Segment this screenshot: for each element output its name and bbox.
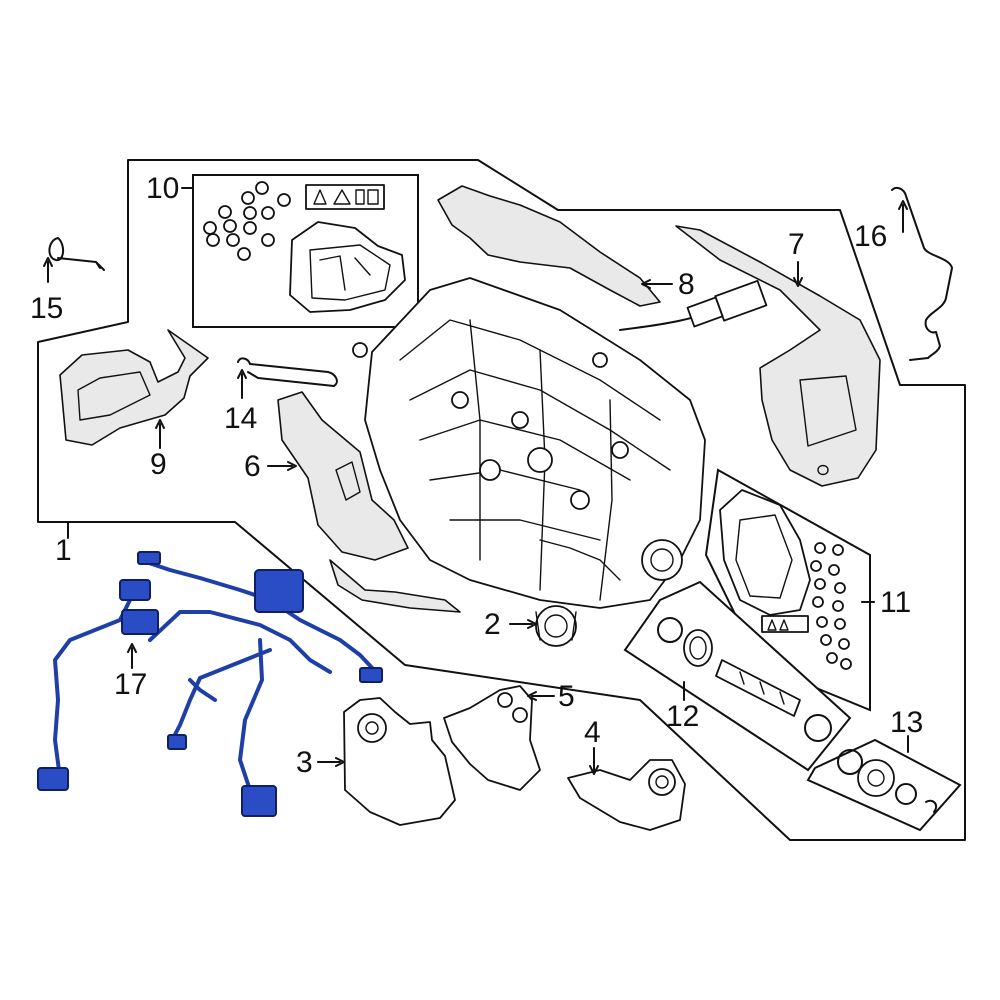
cover-plate-10: [289, 221, 406, 313]
bolt-set-10: [203, 181, 291, 261]
callout-8: 8: [678, 268, 695, 301]
lower-heat-shield: [329, 559, 461, 613]
warning-label-10: [305, 184, 385, 210]
callout-3: 3: [296, 746, 313, 779]
callout-10: 10: [146, 172, 179, 205]
callout-14: 14: [224, 402, 257, 435]
callout-2: 2: [484, 608, 501, 641]
cover-plate-detail: [309, 244, 391, 301]
callout-17: 17: [114, 668, 147, 701]
part-3-bracket: [343, 697, 456, 826]
part-11-detail: [735, 514, 793, 599]
transmission-assembly: [352, 277, 768, 609]
assembly-outline: [37, 159, 966, 841]
part-12-seal-set: [657, 617, 832, 742]
callout-15: 15: [30, 292, 63, 325]
callout-4: 4: [584, 716, 601, 749]
part-9-detail: [77, 371, 151, 421]
leader-lines: [43, 187, 909, 775]
part-15-fitting: [48, 237, 105, 271]
part-16-hose: [891, 187, 953, 361]
part-3-bushing: [357, 713, 387, 743]
part-6-detail: [335, 461, 361, 501]
callout-1: 1: [55, 534, 72, 567]
callout-6: 6: [244, 450, 261, 483]
part-8-heat-shield: [437, 185, 661, 307]
part-7-detail: [799, 375, 857, 476]
callout-13: 13: [890, 706, 923, 739]
part-2-gear: [535, 605, 577, 647]
part-17-wiring-harness: [37, 551, 383, 817]
part-4-bushing: [648, 768, 676, 796]
part-5-bracket: [443, 685, 541, 791]
callout-5: 5: [558, 680, 575, 713]
part-14-hose: [237, 357, 338, 387]
part-9-heat-shield: [59, 329, 209, 446]
callout-12: 12: [666, 700, 699, 733]
callout-7: 7: [788, 228, 805, 261]
callout-16: 16: [854, 220, 887, 253]
part-7-heat-shield: [675, 225, 881, 487]
callout-11: 11: [880, 586, 911, 619]
part-6-heat-shield: [277, 391, 409, 561]
callout-9: 9: [150, 448, 167, 481]
bolt-set-11: [810, 542, 852, 670]
part-13-seal-set: [837, 749, 938, 813]
part-11-cover: [719, 489, 811, 616]
warning-label-11: [761, 615, 809, 633]
